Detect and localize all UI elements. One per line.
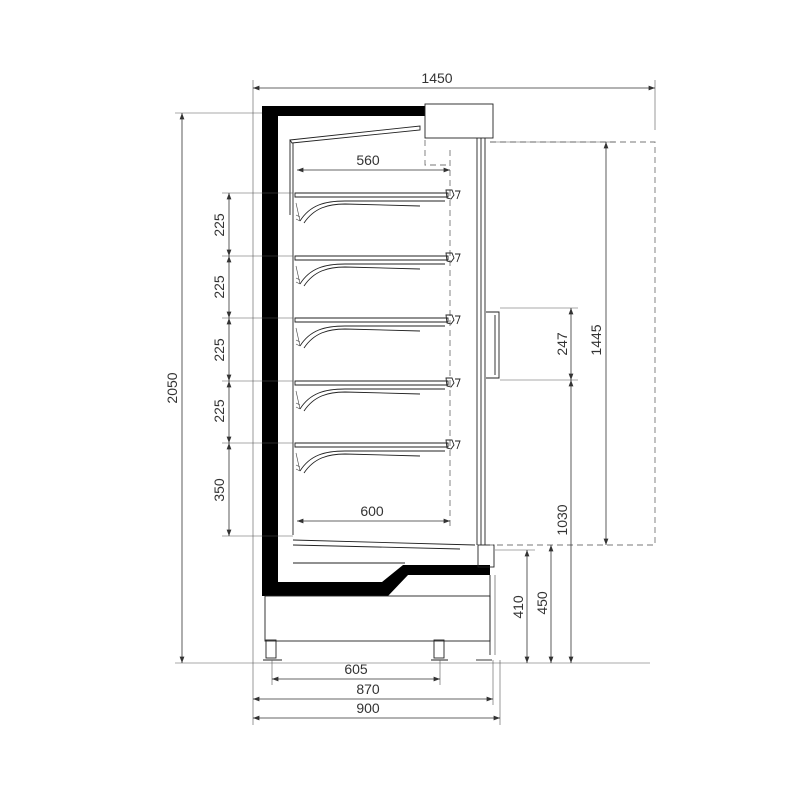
foot-left [265,639,277,659]
door-handle [486,311,500,379]
cabinet [262,103,500,661]
opening-outline [490,141,656,546]
shelf [294,189,461,224]
shelf [294,439,461,474]
dim-shelf-spacing-3: 225 [211,338,227,362]
shelf [294,377,461,412]
dim-handle-height: 247 [554,332,570,356]
dim-shelf-spacing-2: 225 [211,275,227,299]
dim-body-depth: 870 [356,681,380,697]
glass-door [476,138,486,545]
dim-bottom-gap: 350 [211,478,227,502]
shelf [294,252,461,287]
insulated-wall [262,106,490,596]
dim-top-shelf-depth: 560 [356,152,380,168]
shelves [294,189,461,474]
dim-overall-height: 2050 [164,372,180,403]
dim-bottom-shelf-depth: 600 [360,503,384,519]
dim-base-height-inner: 410 [510,595,526,619]
canopy [424,103,494,139]
dim-total-depth: 900 [356,700,380,716]
dim-opening-height: 1445 [588,324,604,355]
dim-feet-spacing: 605 [344,661,368,677]
dim-overall-width: 1450 [421,70,452,86]
foot-right [433,639,445,659]
dimension-lines [175,80,656,725]
dim-shelf-spacing-1: 225 [211,213,227,237]
shelf [294,314,461,349]
dim-base-height-outer: 450 [534,591,550,615]
dim-handle-from-floor: 1030 [554,504,570,535]
dim-shelf-spacing-4: 225 [211,399,227,423]
